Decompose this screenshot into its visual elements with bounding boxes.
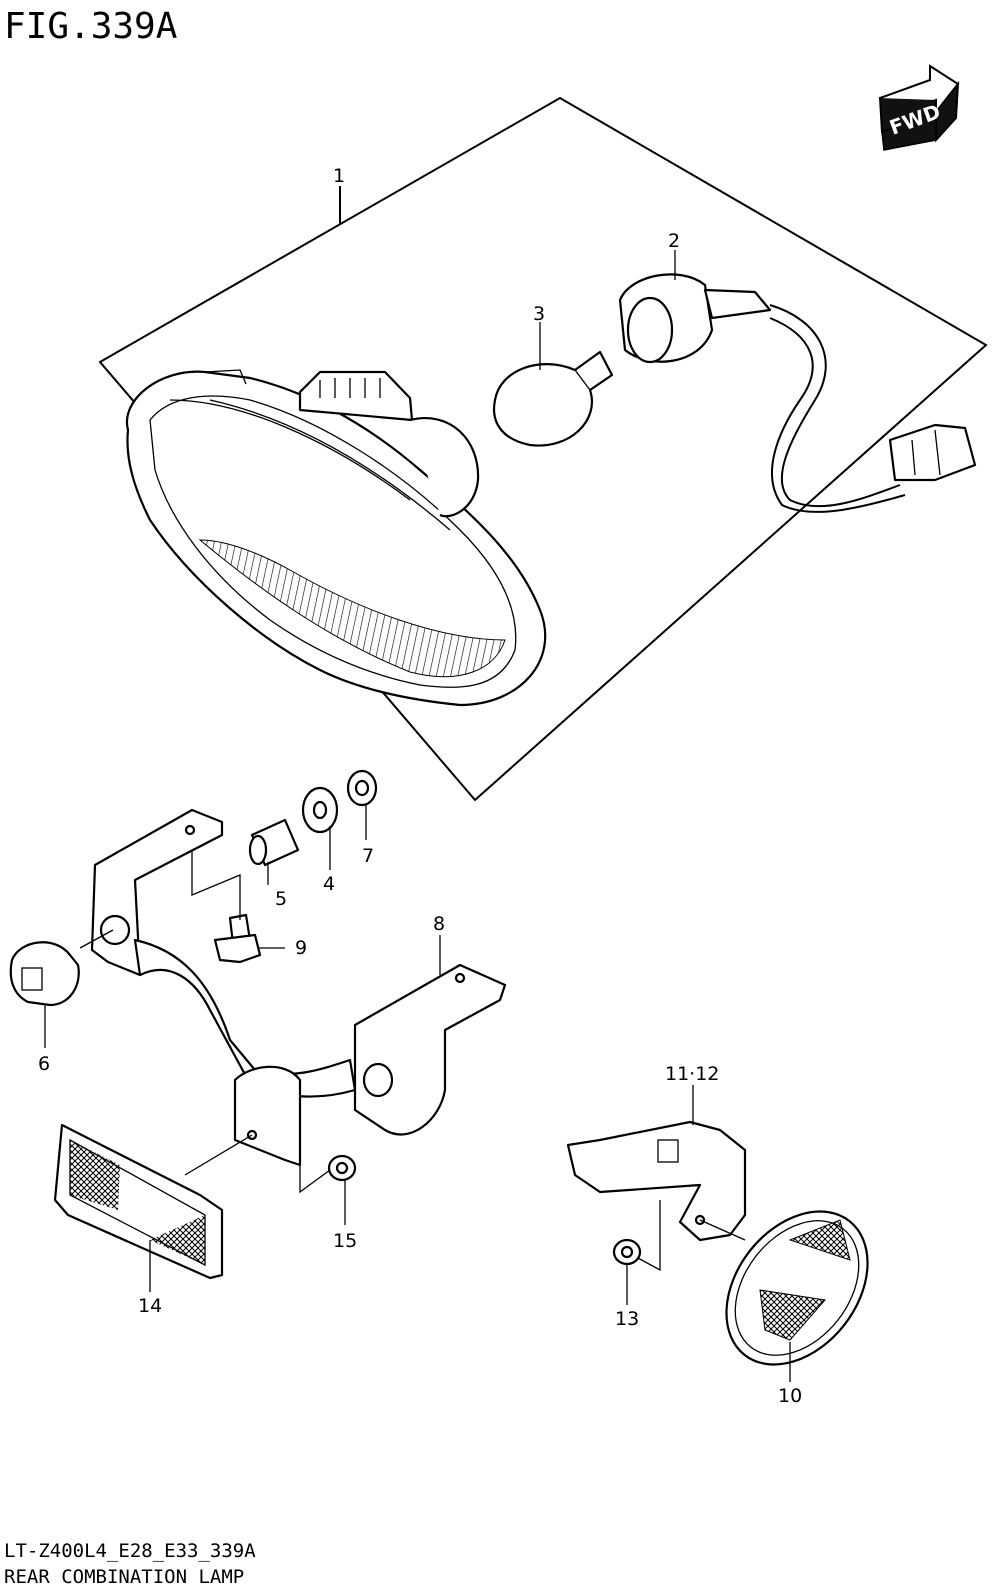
mounting-bracket [90,808,507,1167]
nut [346,769,378,807]
callout-11-12: 11·12 [665,1063,719,1085]
collar-spacer [248,818,300,867]
model-code: LT-Z400L4_E28_E33_339A [4,1540,256,1562]
figure-title: FIG.339A [4,6,178,47]
bulb [492,350,614,447]
leader-lines [44,250,791,1382]
callout-3: 3 [533,303,545,325]
callout-1: 1 [333,165,345,187]
callout-9: 9 [295,937,307,959]
grommet [9,941,80,1007]
side-reflector [53,1123,224,1280]
callout-15: 15 [333,1230,357,1252]
callout-5: 5 [275,888,287,910]
bracket-nut [612,1238,642,1266]
callout-6: 6 [38,1053,50,1075]
callout-7: 7 [362,845,374,867]
callout-2: 2 [668,230,680,252]
callout-8: 8 [433,913,445,935]
socket-harness [618,273,977,513]
reflector-nut [327,1154,357,1182]
reflector-bracket [566,1120,747,1242]
figure-caption: REAR COMBINATION LAMP [4,1566,244,1588]
callout-4: 4 [323,873,335,895]
fwd-arrow-icon: FWD [878,64,960,151]
washer [301,786,339,834]
callout-14: 14 [138,1295,162,1317]
callout-13: 13 [615,1308,639,1330]
callout-10: 10 [778,1385,802,1407]
bolt [213,913,262,964]
round-reflector [725,1210,869,1366]
tail-lamp-housing [125,369,547,707]
